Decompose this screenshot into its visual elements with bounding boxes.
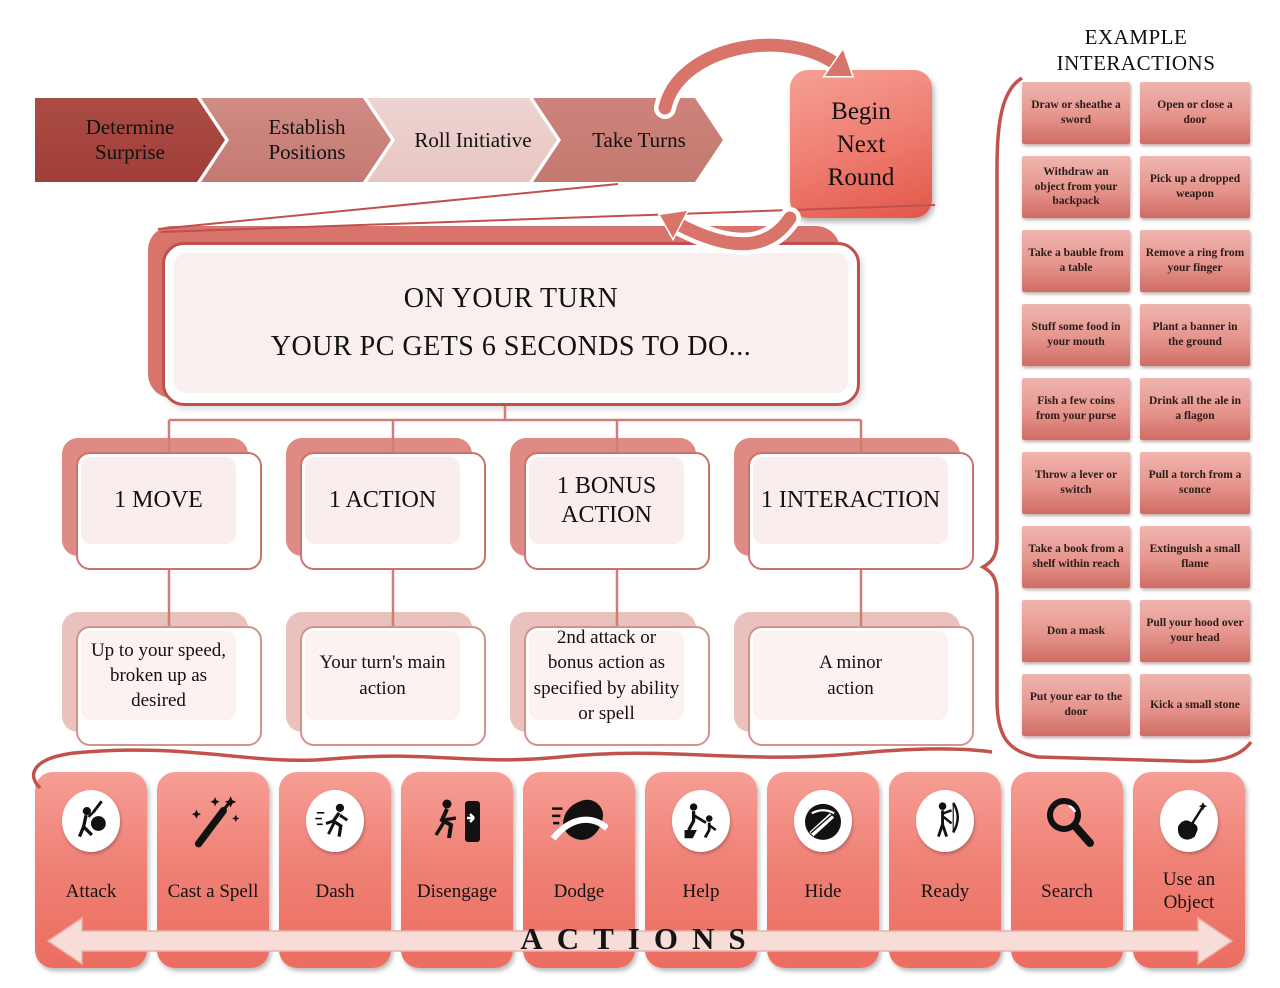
desc-bonus-action: 2nd attack or bonus action as specified … — [510, 612, 710, 746]
interaction-cell: Stuff some food in your mouth — [1022, 304, 1130, 366]
branch-label: 1 MOVE — [81, 457, 236, 544]
flow-step-take-turns: Take Turns — [533, 98, 723, 182]
action-label: Hide — [804, 880, 842, 902]
box-front: 2nd attack or bonus action as specified … — [524, 626, 710, 746]
desc-action: Your turn's main action — [286, 612, 486, 746]
branch-action: 1 ACTION — [286, 438, 486, 570]
actions-group-title: ACTIONS — [520, 921, 760, 956]
box-front: Up to your speed, broken up as desired — [76, 626, 262, 746]
exit-door-icon — [434, 799, 480, 842]
interaction-cell: Fish a few coins from your purse — [1022, 378, 1130, 440]
interaction-cell: Throw a lever or switch — [1022, 452, 1130, 514]
interaction-cell: Pick up a dropped weapon — [1140, 156, 1250, 218]
helping-hand-icon — [684, 803, 717, 839]
flow-step-label: Roll Initiative — [414, 127, 532, 152]
interaction-cell: Open or close a door — [1140, 82, 1250, 144]
magnifier-icon — [1047, 798, 1094, 847]
branch-note: Up to your speed, broken up as desired — [81, 631, 236, 720]
action-label: Ready — [920, 880, 970, 902]
interaction-cell: Don a mask — [1022, 600, 1130, 662]
box-front: A minor action — [748, 626, 974, 746]
box-front: 1 MOVE — [76, 452, 262, 570]
interaction-cell: Put your ear to the door — [1022, 674, 1130, 736]
box-front: Your turn's main action — [300, 626, 486, 746]
box-front: 1 BONUS ACTION — [524, 452, 710, 570]
interaction-cell: Draw or sheathe a sword — [1022, 82, 1130, 144]
begin-next-round-node: Begin Next Round — [790, 70, 932, 218]
interaction-cell: Kick a small stone — [1140, 674, 1250, 736]
branch-label: 1 INTERACTION — [753, 457, 948, 544]
desc-interaction: A minor action — [734, 612, 974, 746]
flow-step-determine-surprise: Determine Surprise — [35, 98, 225, 182]
hand-wand-icon — [1177, 802, 1208, 840]
flow-step-establish-positions: Establish Positions — [201, 98, 391, 182]
flow-step-label: Determine Surprise — [85, 115, 175, 164]
icon-circle — [794, 790, 852, 852]
interaction-cell: Extinguish a small flame — [1140, 526, 1250, 588]
box-front: 1 ACTION — [300, 452, 486, 570]
branch-note: A minor action — [753, 631, 948, 720]
on-your-turn-box: ON YOUR TURN YOUR PC GETS 6 SECONDS TO D… — [148, 226, 860, 406]
hidden-figure-icon — [805, 803, 841, 840]
interaction-cell: Remove a ring from your finger — [1140, 230, 1250, 292]
branch-move: 1 MOVE — [62, 438, 262, 570]
action-label: Dodge — [553, 880, 605, 902]
action-label: Use an Object — [1162, 869, 1216, 913]
action-label: Help — [682, 880, 720, 902]
begin-next-round-label: Begin Next Round — [827, 97, 895, 191]
example-interactions-title: EXAMPLE INTERACTIONS — [1056, 25, 1216, 76]
turn-title-line1: ON YOUR TURN — [403, 283, 619, 314]
runner-icon — [315, 803, 349, 837]
flow-step-label: Establish Positions — [268, 115, 346, 164]
branch-note-text: A minor action — [819, 652, 882, 699]
action-label: Search — [1041, 880, 1093, 902]
attack-icon — [77, 800, 106, 838]
dodge-swoosh-icon — [550, 799, 608, 841]
branch-bonus-action: 1 BONUS ACTION — [510, 438, 710, 570]
flow-step-roll-initiative: Roll Initiative — [367, 98, 557, 182]
box-front: ON YOUR TURN YOUR PC GETS 6 SECONDS TO D… — [162, 242, 860, 406]
desc-move: Up to your speed, broken up as desired — [62, 612, 262, 746]
box-inner-panel: ON YOUR TURN YOUR PC GETS 6 SECONDS TO D… — [174, 253, 848, 393]
action-label: Attack — [65, 880, 117, 902]
icon-circle — [62, 790, 120, 852]
interaction-cell: Drink all the ale in a flagon — [1140, 378, 1250, 440]
branch-interaction: 1 INTERACTION — [734, 438, 974, 570]
icon-circle — [1160, 790, 1218, 852]
interaction-cell: Pull a torch from a sconce — [1140, 452, 1250, 514]
box-front: 1 INTERACTION — [748, 452, 974, 570]
interaction-cell: Take a bauble from a table — [1022, 230, 1130, 292]
wand-icon — [191, 796, 240, 848]
branch-label: 1 ACTION — [305, 457, 460, 544]
interaction-cell: Take a book from a shelf within reach — [1022, 526, 1130, 588]
flow-step-label: Take Turns — [592, 127, 686, 152]
action-label: Cast a Spell — [167, 880, 259, 902]
archer-icon — [937, 802, 959, 838]
branch-note: Your turn's main action — [305, 631, 460, 720]
icon-circle — [916, 790, 974, 852]
branch-label: 1 BONUS ACTION — [529, 457, 684, 544]
action-label: Disengage — [416, 880, 498, 902]
interaction-cell: Plant a banner in the ground — [1140, 304, 1250, 366]
example-interactions-grid: Draw or sheathe a sword Open or close a … — [1022, 82, 1250, 736]
branch-note: 2nd attack or bonus action as specified … — [529, 627, 684, 724]
interaction-cell: Pull your hood over your head — [1140, 600, 1250, 662]
action-label: Dash — [315, 880, 355, 902]
interaction-cell: Withdraw an object from your backpack — [1022, 156, 1130, 218]
icon-circle — [306, 790, 364, 852]
turn-title-line2: YOUR PC GETS 6 SECONDS TO DO... — [270, 331, 752, 362]
icon-circle — [672, 790, 730, 852]
